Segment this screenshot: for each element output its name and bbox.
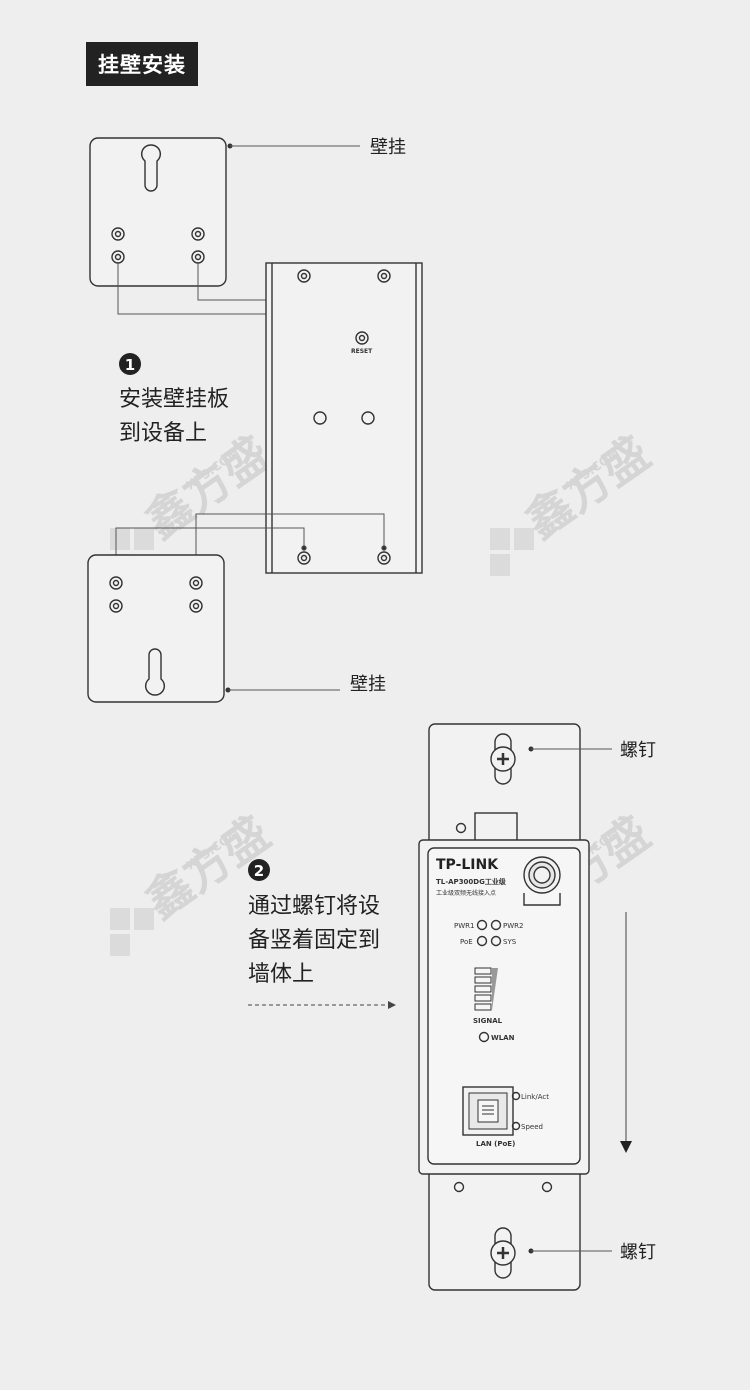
led-label-poe: PoE	[460, 938, 473, 946]
step-2-line2: 备竖着固定到	[248, 928, 380, 953]
led-label-pwr1: PWR1	[454, 922, 474, 930]
step-1-number: 1	[125, 356, 135, 374]
device-model: TL-AP300DG工业级	[436, 877, 507, 886]
keyhole-icon	[141, 144, 161, 192]
device-back-panel	[265, 262, 423, 574]
arrow-right-icon	[388, 1001, 396, 1009]
device-brand: TP-LINK	[436, 857, 499, 873]
label-wall-mount-bottom: 壁挂	[350, 674, 386, 695]
step-2-line3: 墙体上	[248, 962, 314, 987]
wall-mount-plate-bottom	[87, 554, 225, 703]
signal-label: SIGNAL	[473, 1017, 503, 1025]
wlan-label: WLAN	[491, 1034, 515, 1042]
led-label-sys: SYS	[503, 938, 517, 946]
wall-mount-plate-top	[89, 137, 227, 287]
page-title: 挂壁安装	[86, 42, 198, 86]
step-1-line1: 安装壁挂板	[119, 387, 229, 412]
svg-text:鑫方盛: 鑫方盛	[515, 426, 659, 549]
label-wall-mount-top: 壁挂	[370, 137, 406, 158]
label-screw-top: 螺钉	[620, 740, 656, 761]
link-act-label: Link/Act	[521, 1093, 549, 1101]
label-screw-bottom: 螺钉	[620, 1242, 656, 1263]
lan-poe-label: LAN (PoE)	[476, 1140, 515, 1148]
step-2-line1: 通过螺钉将设	[248, 894, 380, 919]
step-1-line2: 到设备上	[119, 421, 207, 446]
led-label-pwr2: PWR2	[503, 922, 523, 930]
keyhole-icon	[145, 648, 165, 696]
mounted-device	[418, 723, 590, 1291]
device-subtitle: 工业级双频无线接入点	[436, 889, 496, 897]
reset-label: RESET	[351, 348, 373, 355]
step-2: 2 通过螺钉将设 备竖着固定到 墙体上	[248, 859, 380, 987]
step-2-number: 2	[254, 862, 264, 880]
arrow-down-icon	[620, 1141, 632, 1153]
step-1: 1 安装壁挂板 到设备上	[119, 353, 229, 446]
speed-label: Speed	[521, 1123, 543, 1131]
